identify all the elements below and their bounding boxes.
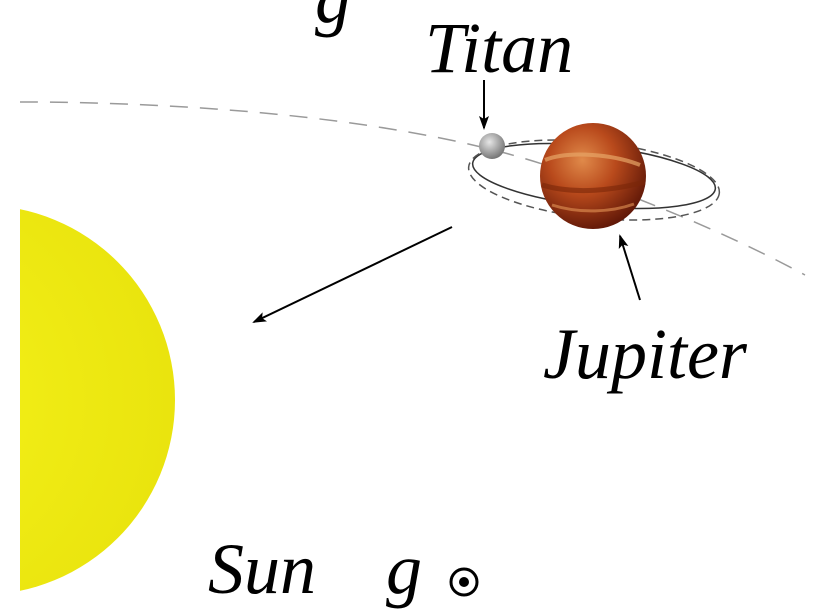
jupiter-pointer-arrow (618, 234, 641, 301)
sun-symbol-icon (449, 567, 479, 597)
jupiter-band-1 (544, 152, 641, 167)
gravity-symbol-top: g (315, 0, 351, 34)
jupiter-band-2 (541, 179, 646, 194)
jupiter-body (540, 123, 646, 229)
titan-label: Titan (425, 8, 574, 88)
sun-mask (0, 0, 20, 610)
jupiter-orbit-path (19, 101, 806, 276)
sun-label: Sun (208, 529, 316, 609)
gravity-symbol-sun: g (386, 529, 422, 609)
sun-body (0, 206, 175, 594)
titan-body (479, 133, 505, 159)
jupiter-band-3 (551, 202, 635, 213)
titan-orbit-dashed (467, 139, 721, 221)
gravity-arrow (252, 226, 453, 323)
jupiter-label: Jupiter (543, 314, 747, 394)
